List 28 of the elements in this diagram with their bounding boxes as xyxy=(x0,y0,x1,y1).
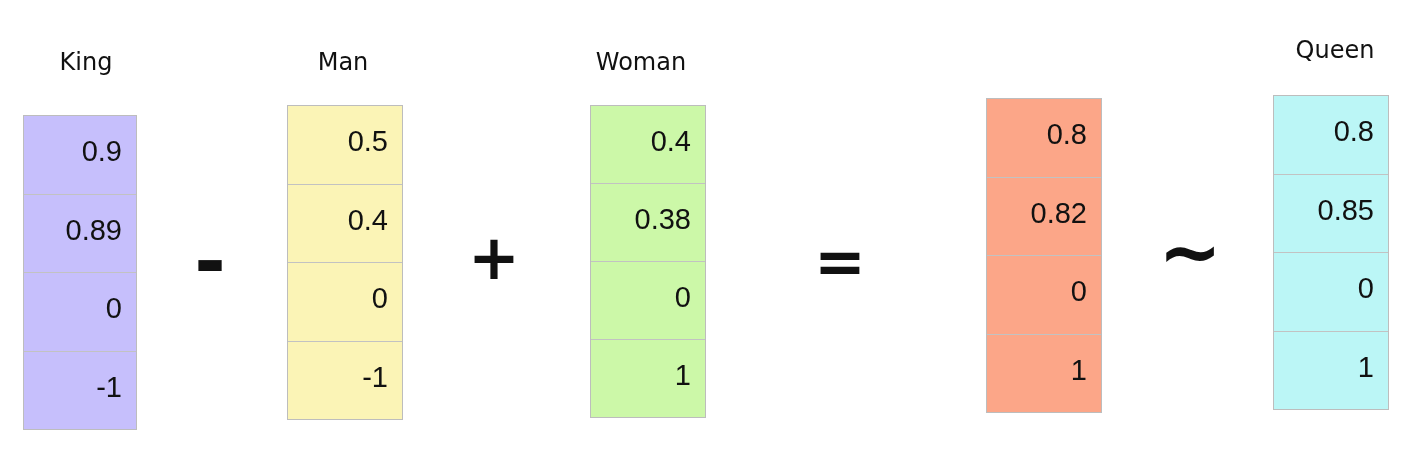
vector-value: 0.4 xyxy=(347,205,388,235)
vector-value: -1 xyxy=(362,362,388,392)
operator-symbol: - xyxy=(194,224,226,300)
vector-value: 0 xyxy=(371,284,388,314)
vector-value: 0.8 xyxy=(1046,120,1087,150)
vector-value: -1 xyxy=(96,372,122,402)
vector-value: 0 xyxy=(1357,274,1374,304)
vector-value: 0 xyxy=(105,294,122,324)
vector-value: 0.82 xyxy=(1030,198,1087,228)
vector-value: 0.89 xyxy=(65,215,122,245)
vector-value: 0 xyxy=(674,283,691,312)
vector-value: 1 xyxy=(1070,355,1087,385)
vector-value: 1 xyxy=(1357,352,1374,382)
vector-label: Queen xyxy=(1295,35,1375,65)
vector-value: 0.85 xyxy=(1317,195,1374,225)
vector-label: Man xyxy=(317,47,369,77)
vector-value: 0.4 xyxy=(650,127,691,156)
vector-value: 0.5 xyxy=(347,127,388,157)
vector-value: 1 xyxy=(674,361,691,390)
vector-value: 0 xyxy=(1070,277,1087,307)
vector-label: King xyxy=(59,47,113,77)
operator-symbol: ~ xyxy=(1158,214,1222,290)
vector-value: 0.38 xyxy=(634,205,691,234)
vector-value: 0.8 xyxy=(1333,117,1374,147)
operator-symbol: = xyxy=(814,231,866,293)
vector-label: Woman xyxy=(595,47,687,77)
vector-value: 0.9 xyxy=(81,137,122,167)
operator-symbol: + xyxy=(468,227,520,289)
